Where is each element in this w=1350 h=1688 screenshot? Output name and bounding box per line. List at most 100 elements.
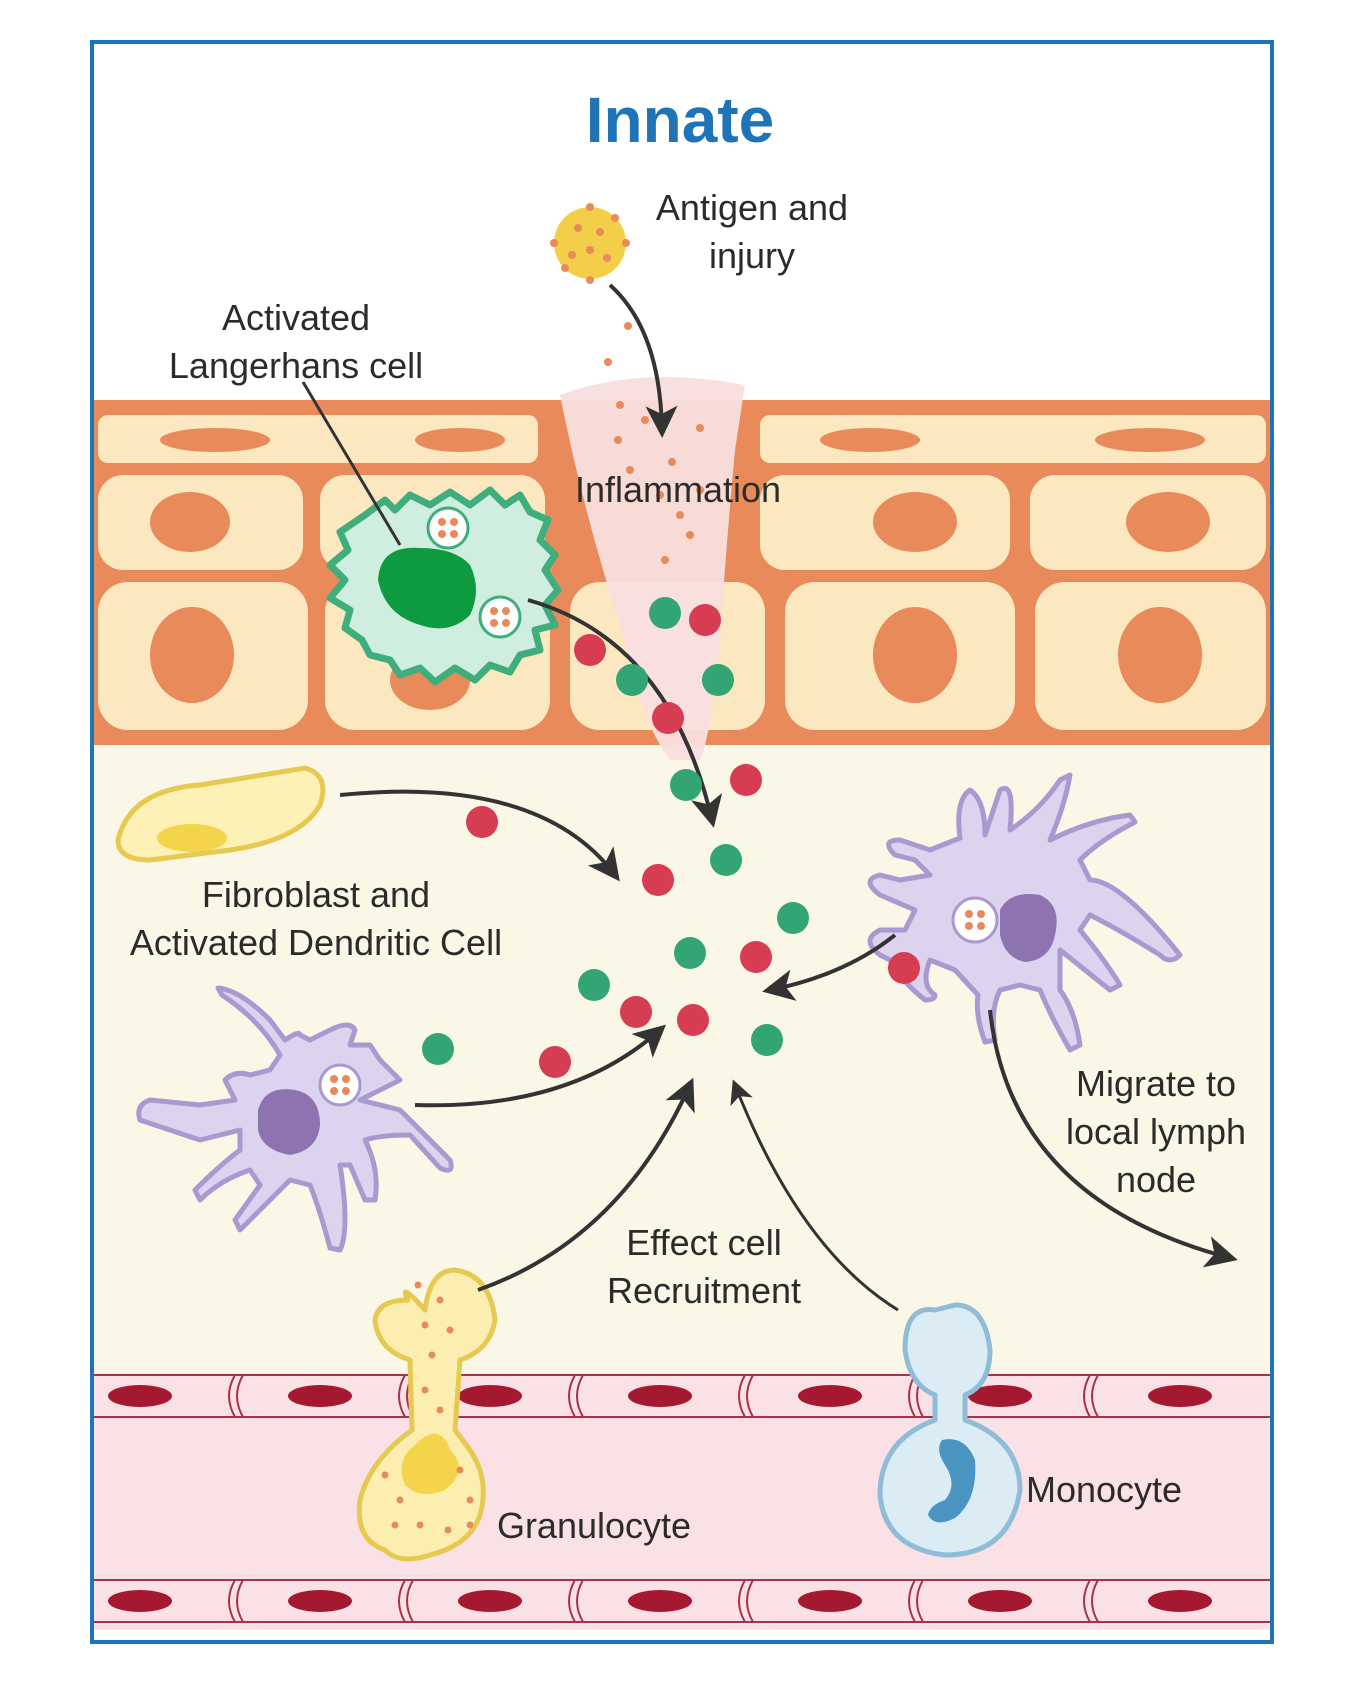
cytokine-green	[670, 769, 702, 801]
cytokine-red	[642, 864, 674, 896]
cytokine-green	[578, 969, 610, 1001]
antigen-fragment	[641, 416, 649, 424]
red-blood-cell	[288, 1590, 352, 1612]
granule	[396, 1496, 404, 1504]
red-blood-cell	[798, 1590, 862, 1612]
vessel-cell-junction	[1083, 1374, 1099, 1418]
antigen-fragment	[656, 491, 664, 499]
granulocyte-granules	[381, 1281, 474, 1534]
vessel-cell-junction	[398, 1579, 414, 1623]
antigen-fragment	[696, 424, 704, 432]
cytokine-red	[466, 806, 498, 838]
effect-label-line1: Effect cell	[626, 1222, 781, 1263]
migrate-label-line1: Migrate to	[1076, 1063, 1236, 1104]
red-blood-cell	[458, 1590, 522, 1612]
granule	[444, 1526, 452, 1534]
granule	[381, 1471, 389, 1479]
cytokine-red	[689, 604, 721, 636]
red-blood-cell	[968, 1590, 1032, 1612]
antigen-fragment	[616, 401, 624, 409]
cytokine-red	[730, 764, 762, 796]
antigen-fragment	[614, 436, 622, 444]
dendritic-cell-left	[136, 985, 454, 1253]
blood-vessel	[92, 1374, 1272, 1630]
vessel-cell-junction	[568, 1374, 584, 1418]
granule	[421, 1321, 429, 1329]
granulocyte-label: Granulocyte	[497, 1505, 691, 1546]
cytokine-red	[677, 1004, 709, 1036]
cytokine-green	[710, 844, 742, 876]
dendritic-cell-right	[867, 772, 1183, 1053]
cytokine-red	[652, 702, 684, 734]
granule	[421, 1386, 429, 1394]
granule	[456, 1466, 464, 1474]
red-blood-cell	[798, 1385, 862, 1407]
antigen-label-line1: Antigen and	[656, 187, 848, 228]
vessel-cell-junction	[1083, 1579, 1099, 1623]
granulocyte-arrow	[477, 1077, 695, 1292]
langerhans-label-line1: Activated	[222, 297, 370, 338]
fibroblast-arrow	[339, 789, 620, 882]
diagram-title: Innate	[586, 84, 774, 156]
vessel-cell-junction	[568, 1579, 584, 1623]
cytokine-green	[674, 937, 706, 969]
monocyte-cell	[877, 1302, 1023, 1558]
antigen-label-line2: injury	[709, 235, 795, 276]
granule	[436, 1296, 444, 1304]
vessel-cell-junction	[738, 1374, 754, 1418]
red-blood-cell	[628, 1590, 692, 1612]
antigen-fragment	[661, 556, 669, 564]
langerhans-label-line2: Langerhans cell	[169, 345, 423, 386]
red-blood-cell	[1148, 1590, 1212, 1612]
monocyte-arrow	[730, 1079, 899, 1312]
vessel-cell-junction	[228, 1579, 244, 1623]
granule	[414, 1281, 422, 1289]
migrate-arrow	[988, 1009, 1238, 1268]
vessel-cell-junction	[908, 1579, 924, 1623]
cytokine-green	[702, 664, 734, 696]
red-blood-cell	[968, 1385, 1032, 1407]
effect-label-line2: Recruitment	[607, 1270, 801, 1311]
cytokine-green	[649, 597, 681, 629]
antigen-entry-arrow	[608, 283, 678, 438]
granule	[436, 1406, 444, 1414]
inflammation-zone	[560, 377, 745, 760]
red-blood-cell	[1148, 1385, 1212, 1407]
cytokine-green	[777, 902, 809, 934]
antigen-fragment	[668, 458, 676, 466]
fibroblast-label-line1: Fibroblast and	[202, 874, 430, 915]
cytokine-red	[539, 1046, 571, 1078]
red-blood-cell	[288, 1385, 352, 1407]
antigen-fragment	[696, 486, 704, 494]
red-blood-cell	[458, 1385, 522, 1407]
vessel-cell-junction	[738, 1579, 754, 1623]
epidermis-layer	[92, 400, 1272, 745]
antigen-particle	[550, 203, 630, 284]
antigen-fragment	[624, 322, 632, 330]
antigen-fragment	[604, 358, 612, 366]
langerhans-pointer-line	[301, 381, 402, 546]
inflammation-label: Inflammation	[575, 469, 781, 510]
red-blood-cell	[628, 1385, 692, 1407]
migrate-label-line3: node	[1116, 1159, 1196, 1200]
cytokine-red	[740, 941, 772, 973]
cytokine-dots	[422, 597, 920, 1078]
granule	[416, 1521, 424, 1529]
cytokine-red	[574, 634, 606, 666]
cytokine-green	[422, 1033, 454, 1065]
granule	[466, 1521, 474, 1529]
red-blood-cell	[108, 1385, 172, 1407]
red-blood-cell	[108, 1590, 172, 1612]
granule	[428, 1351, 436, 1359]
activated-langerhans-cell	[326, 486, 562, 686]
granule	[446, 1326, 454, 1334]
antigen-fragment	[686, 531, 694, 539]
cytokine-green	[751, 1024, 783, 1056]
cytokine-red	[888, 952, 920, 984]
fibroblast-label-line2: Activated Dendritic Cell	[130, 922, 502, 963]
migrate-label-line2: local lymph	[1066, 1111, 1246, 1152]
antigen-fragment	[676, 511, 684, 519]
monocyte-label: Monocyte	[1026, 1469, 1182, 1510]
diagram-frame	[90, 40, 1274, 1644]
